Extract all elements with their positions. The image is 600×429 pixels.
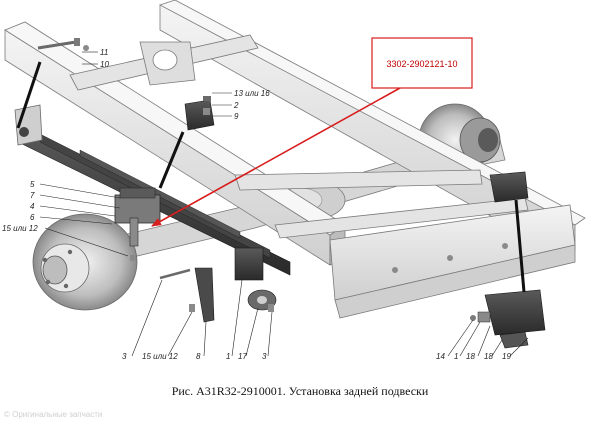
top-bolt [37, 38, 89, 51]
part-callout-box[interactable] [371, 37, 473, 89]
part-labels: 11 10 13 или 16 2 9 5 7 4 6 15 или 12 3 … [2, 48, 511, 361]
label-4: 4 [30, 202, 35, 211]
left-wheel-hub [32, 213, 138, 311]
callout-arrow [151, 87, 401, 227]
part-number-text: 3302-2902121-10 [386, 59, 457, 69]
rear-spring-bracket [470, 289, 546, 349]
label-7: 7 [30, 191, 35, 200]
label-2: 2 [233, 101, 239, 110]
frame-rear-crossmember [329, 204, 576, 319]
bump-stop-bracket [184, 96, 215, 131]
label-bottom-8: 8 [196, 352, 201, 361]
figure-caption: Рис. А31R32-2910001. Установка задней по… [171, 384, 429, 398]
tow-bracket [139, 41, 196, 86]
loose-bolts [130, 255, 274, 312]
label-5: 5 [30, 180, 35, 189]
label-13: 13 или 16 [234, 89, 270, 98]
label-6: 6 [30, 213, 35, 222]
frame-right-rail [158, 0, 586, 256]
label-bottom-3a: 3 [122, 352, 127, 361]
label-bottom-15: 15 или 12 [142, 352, 178, 361]
label-10: 10 [100, 60, 109, 69]
label-leaders [39, 51, 529, 357]
label-bottom-18b: 18 [484, 352, 493, 361]
label-15-left: 15 или 12 [2, 224, 38, 233]
label-bottom-17: 17 [238, 352, 247, 361]
upper-right-mount [489, 171, 529, 203]
label-9: 9 [234, 112, 239, 121]
part-callout[interactable]: 3302-2902121-10 [151, 37, 473, 227]
label-bottom-19: 19 [502, 352, 511, 361]
label-bottom-3b: 3 [262, 352, 267, 361]
label-11: 11 [100, 48, 108, 57]
label-bottom-1a: 1 [226, 352, 230, 361]
spring-shackle [194, 247, 277, 323]
leader-arrows [16, 61, 526, 293]
label-bottom-1b: 1 [454, 352, 458, 361]
watermark-text: © Оригинальные запчасти [4, 410, 103, 419]
label-bottom-14: 14 [436, 352, 445, 361]
label-bottom-18a: 18 [466, 352, 475, 361]
